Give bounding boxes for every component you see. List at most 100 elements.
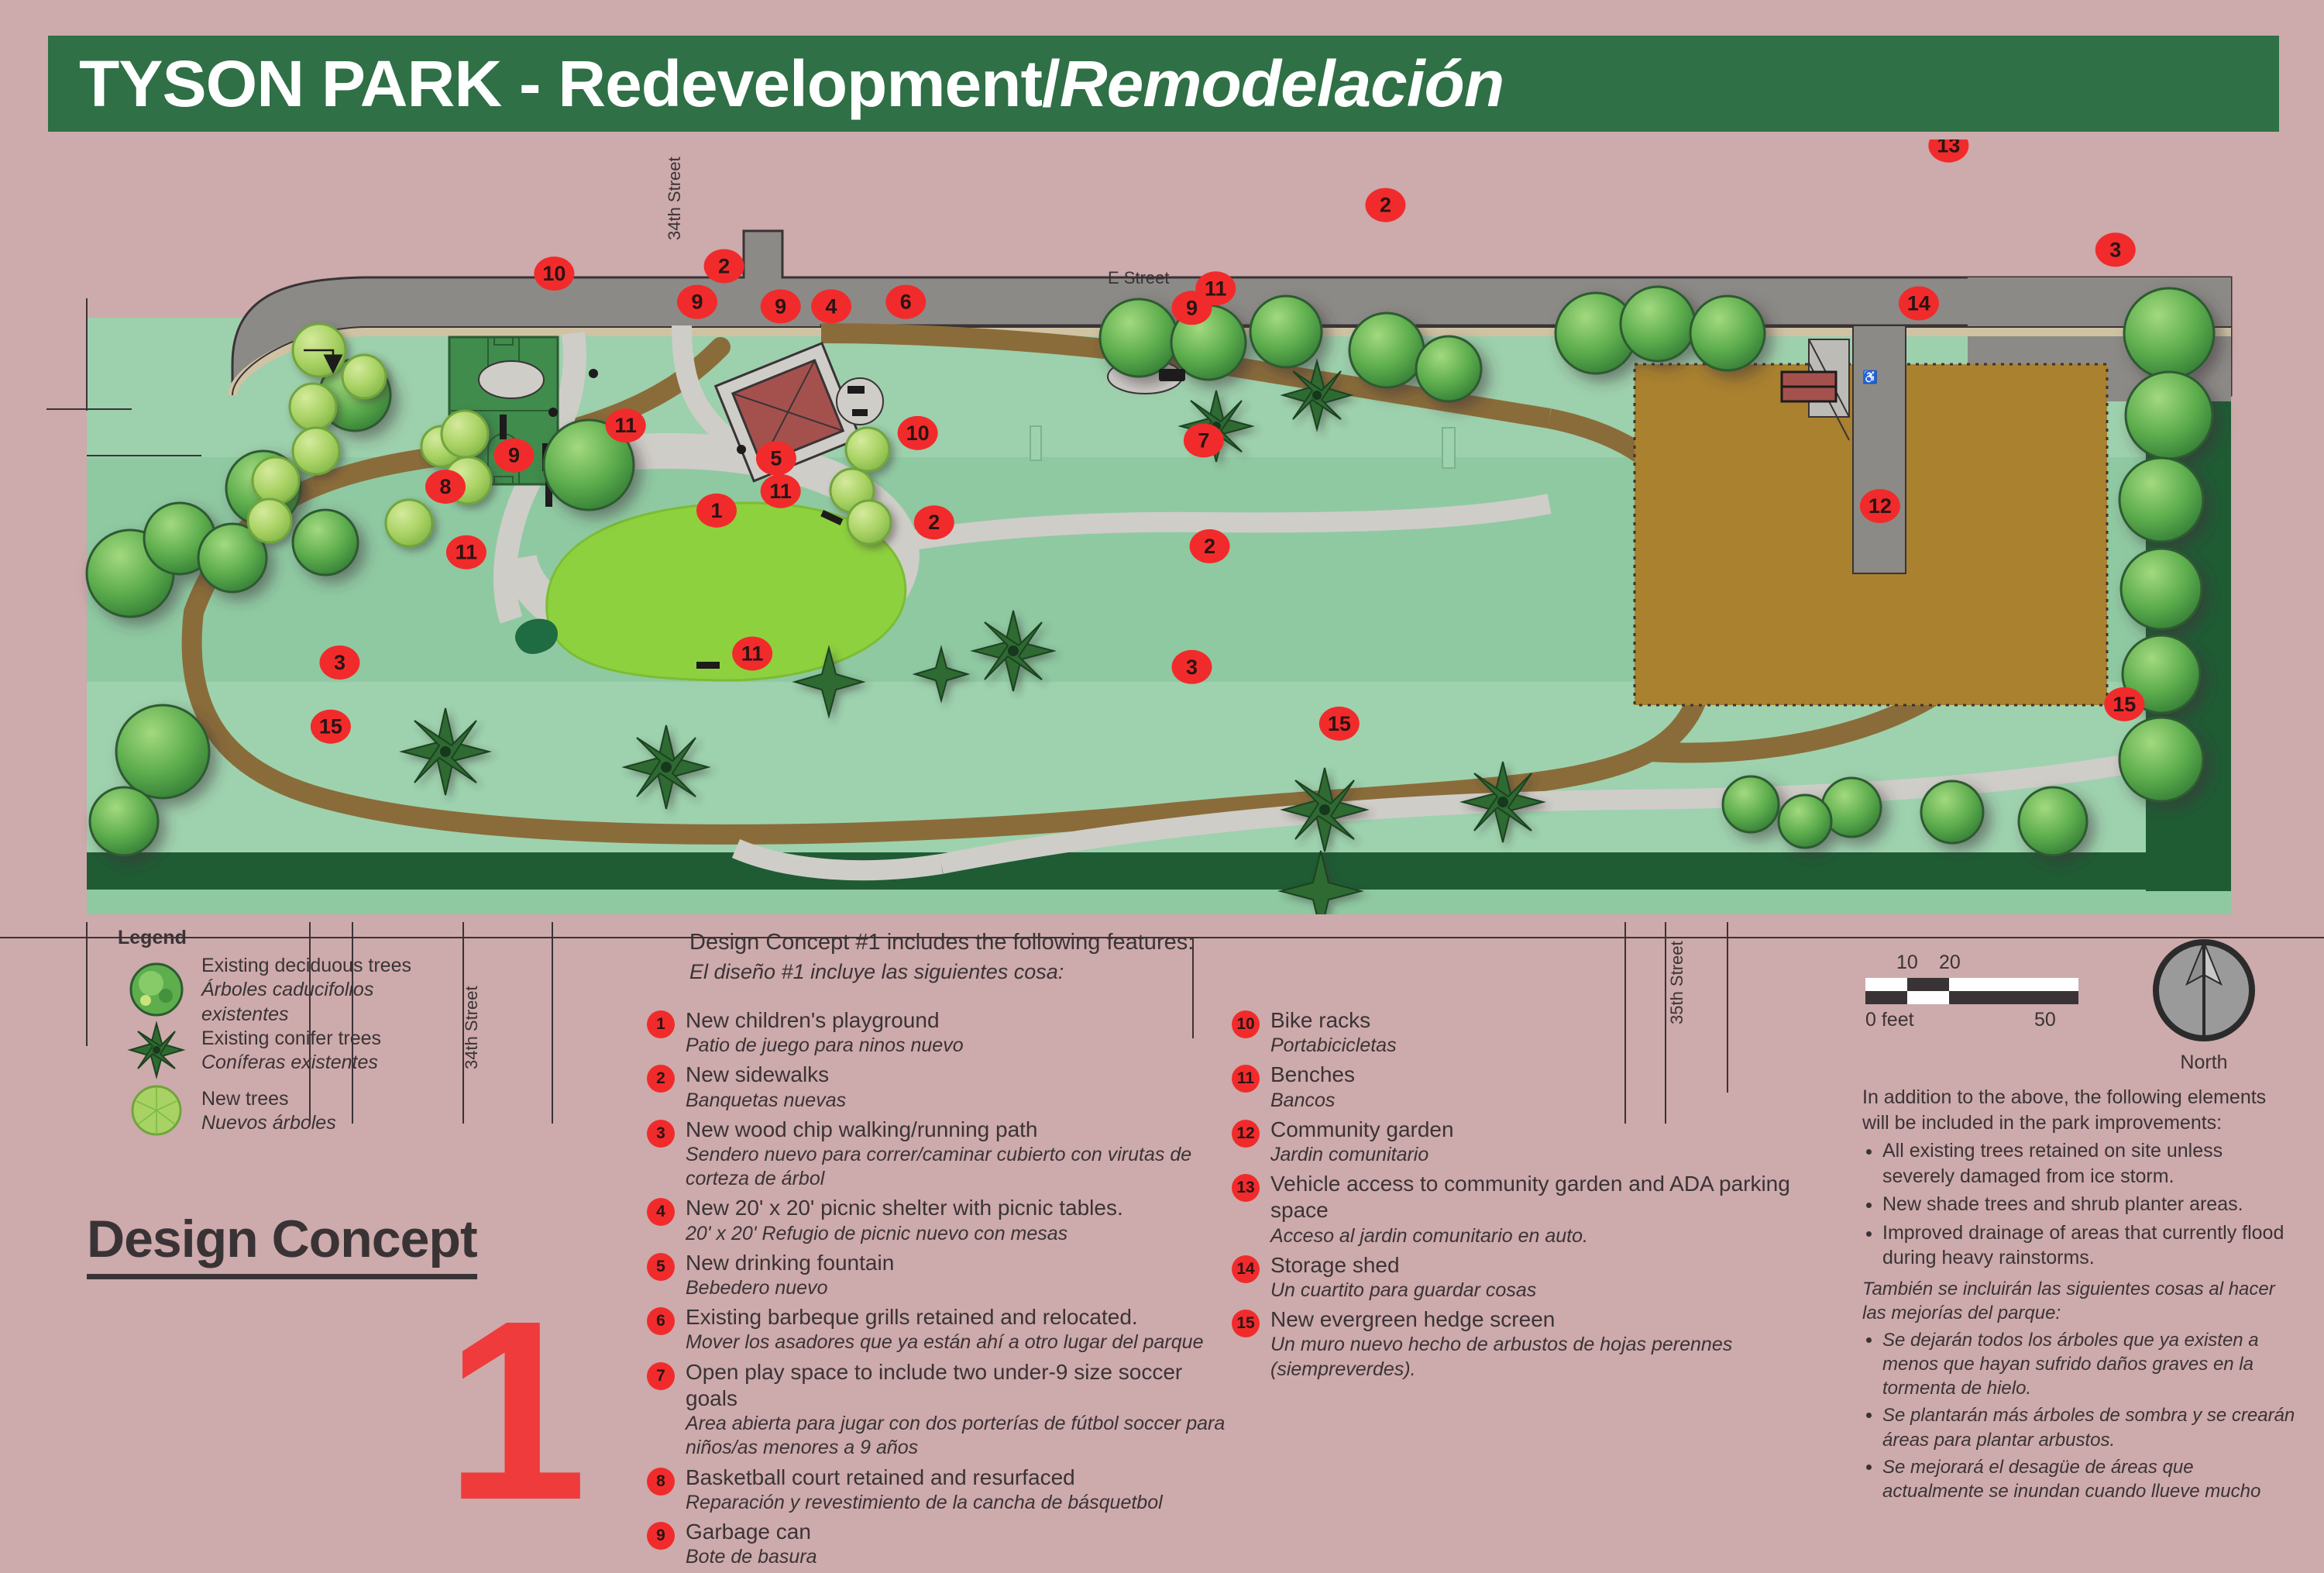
feature-text-en: New evergreen hedge screen <box>1270 1307 1556 1332</box>
map-callout-2[interactable]: 2 <box>1365 188 1406 222</box>
svg-text:7: 7 <box>1198 429 1209 452</box>
feature-number-badge: 7 <box>647 1361 675 1390</box>
site-plan-map[interactable]: ♿ <box>0 139 2324 914</box>
legend-en-new-tree: New trees <box>201 1087 289 1110</box>
feature-text-es: Patio de juego para ninos nuevo <box>686 1034 964 1057</box>
map-callout-2[interactable]: 2 <box>913 505 954 540</box>
feature-text-en: Community garden <box>1270 1117 1454 1141</box>
features-header-es: El diseño #1 incluye las siguientes cosa… <box>689 959 1064 983</box>
map-callout-13[interactable]: 13 <box>1928 139 1969 163</box>
map-callout-1[interactable]: 1 <box>696 493 737 528</box>
svg-text:3: 3 <box>1186 656 1198 679</box>
legend-en-conifer: Existing conifer trees <box>201 1027 382 1049</box>
scale-bar-labels: 0 feet 50 <box>1865 1009 2078 1037</box>
svg-text:14: 14 <box>1907 292 1930 315</box>
map-callout-3[interactable]: 3 <box>319 645 360 680</box>
map-callout-12[interactable]: 12 <box>1859 489 1900 524</box>
svg-text:11: 11 <box>769 480 792 503</box>
feature-text-en: New 20' x 20' picnic shelter with picnic… <box>686 1196 1123 1220</box>
svg-text:11: 11 <box>456 541 478 564</box>
svg-text:12: 12 <box>1868 494 1892 518</box>
svg-text:3: 3 <box>334 651 346 674</box>
design-concept-block: Design Concept 1 <box>87 1209 614 1538</box>
feature-text-en: Existing barbeque grills retained and re… <box>686 1305 1138 1330</box>
scale-label-left: 0 feet <box>1865 1009 1914 1031</box>
svg-text:3: 3 <box>2109 238 2121 261</box>
map-callout-11[interactable]: 11 <box>605 408 646 443</box>
feature-number-badge: 10 <box>1232 1010 1260 1038</box>
feature-text-en: Bike racks <box>1270 1008 1371 1032</box>
map-callout-6[interactable]: 6 <box>885 284 927 319</box>
map-callout-9[interactable]: 9 <box>760 289 801 324</box>
feature-number-badge: 13 <box>1232 1174 1260 1203</box>
title-english: TYSON PARK - Redevelopment/ <box>79 47 1061 120</box>
svg-text:2: 2 <box>928 511 940 534</box>
map-callout-9[interactable]: 9 <box>677 284 717 319</box>
barbeque-grills <box>836 377 884 425</box>
map-callout-5[interactable]: 5 <box>755 441 796 476</box>
map-callout-3[interactable]: 3 <box>1171 649 1212 684</box>
feature-text-es: Acceso al jardin comunitario en auto. <box>1270 1224 1588 1247</box>
callout-leaders <box>304 349 343 374</box>
map-callout-11[interactable]: 11 <box>445 535 486 570</box>
feature-text-en: New children's playground <box>686 1008 940 1032</box>
svg-text:9: 9 <box>508 444 520 467</box>
title-spanish: Remodelación <box>1059 47 1504 120</box>
map-callout-3[interactable]: 3 <box>2095 232 2136 267</box>
map-callout-15[interactable]: 15 <box>1318 706 1360 741</box>
legend-item-deciduous: Existing deciduous trees Árboles caducif… <box>118 955 443 1025</box>
map-callout-9[interactable]: 9 <box>1171 291 1212 325</box>
svg-text:15: 15 <box>319 715 342 738</box>
svg-text:5: 5 <box>770 447 782 470</box>
feature-text-es: Sendero nuevo para correr/caminar cubier… <box>686 1143 1192 1190</box>
feature-item: 6 Existing barbeque grills retained and r… <box>647 1304 1236 1354</box>
map-callout-14[interactable]: 14 <box>1898 286 1939 321</box>
feature-text: New 20' x 20' picnic shelter with picnic… <box>686 1195 1123 1245</box>
feature-text-en: Storage shed <box>1270 1252 1400 1277</box>
svg-text:1: 1 <box>710 499 722 522</box>
map-callout-15[interactable]: 15 <box>310 709 351 744</box>
scale-tick-20: 20 <box>1939 952 1961 973</box>
map-callout-9[interactable]: 9 <box>493 438 535 473</box>
map-callout-10[interactable]: 10 <box>534 256 575 291</box>
map-callout-15[interactable]: 15 <box>2104 687 2145 721</box>
scale-label-right: 50 <box>2034 1009 2056 1031</box>
feature-number-badge: 6 <box>647 1307 675 1336</box>
feature-text-en: Basketball court retained and resurfaced <box>686 1465 1075 1489</box>
feature-text: Basketball court retained and resurfaced… <box>686 1465 1163 1515</box>
map-callout-8[interactable]: 8 <box>425 470 466 504</box>
svg-text:9: 9 <box>775 294 786 318</box>
north-arrow-icon <box>2153 939 2255 1041</box>
map-callout-10[interactable]: 10 <box>897 415 938 450</box>
map-callout-11[interactable]: 11 <box>732 636 773 671</box>
svg-text:10: 10 <box>542 262 566 285</box>
scale-bar: 10 20 0 feet 50 <box>1865 952 2078 1037</box>
feature-text: Vehicle access to community garden and A… <box>1270 1171 1820 1248</box>
svg-text:2: 2 <box>1204 535 1215 558</box>
note-item-es: Se dejarán todos los árboles que ya exis… <box>1882 1328 2296 1401</box>
map-callout-2[interactable]: 2 <box>703 249 744 284</box>
north-arrow-label: North <box>2180 1052 2228 1073</box>
map-callout-11[interactable]: 11 <box>760 473 801 508</box>
map-callout-2[interactable]: 2 <box>1189 529 1230 563</box>
feature-number-badge: 12 <box>1232 1119 1260 1148</box>
svg-text:10: 10 <box>906 422 930 445</box>
map-callout-7[interactable]: 7 <box>1183 423 1224 458</box>
map-callout-4[interactable]: 4 <box>811 289 852 324</box>
feature-text-es: Mover los asadores que ya están ahí a ot… <box>686 1331 1204 1354</box>
feature-text-en: New sidewalks <box>686 1062 830 1087</box>
